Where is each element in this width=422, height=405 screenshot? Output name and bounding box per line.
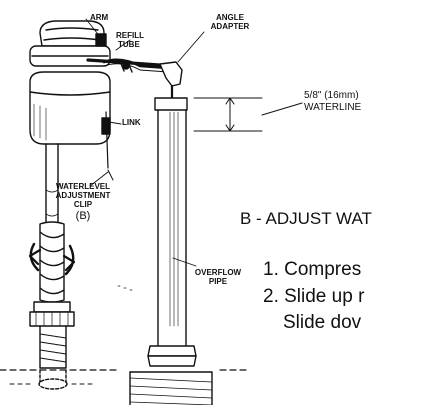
label-clip-line1: WATERLEVEL bbox=[55, 182, 111, 191]
refill-tube bbox=[102, 58, 170, 73]
label-clip-line2: ADJUSTMENT bbox=[55, 191, 111, 200]
leader-lines bbox=[85, 18, 205, 267]
label-refill-tube-line1: REFILL bbox=[116, 31, 144, 40]
overflow-pipe bbox=[129, 97, 213, 405]
valve-shank bbox=[45, 143, 59, 223]
label-link: LINK bbox=[122, 118, 141, 127]
label-waterline-measure: 5/8" (16mm) bbox=[304, 90, 359, 101]
stray-dots bbox=[117, 285, 133, 291]
instruction-step-2-continued: Slide dov bbox=[283, 312, 362, 333]
label-arm: ARM bbox=[90, 13, 109, 22]
instruction-step-2: 2. Slide up r bbox=[263, 286, 365, 307]
label-overflow-line2: PIPE bbox=[208, 277, 228, 286]
instructions-heading: B - ADJUST WAT bbox=[240, 209, 372, 228]
angle-adapter bbox=[159, 61, 183, 100]
label-clip-b: (B) bbox=[75, 210, 91, 222]
label-refill-tube-line2: TUBE bbox=[118, 40, 140, 49]
label-angle-adapter-line1: ANGLE bbox=[216, 13, 244, 22]
label-waterline: WATERLINE bbox=[304, 102, 362, 113]
threaded-section bbox=[28, 221, 76, 303]
instruction-step-1: 1. Compres bbox=[263, 259, 362, 280]
label-angle-adapter-line2: ADAPTER bbox=[210, 22, 250, 31]
label-overflow-line1: OVERFLOW bbox=[194, 268, 242, 277]
base-nut bbox=[29, 301, 75, 390]
link-rod bbox=[101, 111, 114, 181]
float-cup bbox=[29, 71, 111, 145]
waterline-dimension bbox=[193, 97, 303, 132]
label-clip-line3: CLIP bbox=[73, 200, 93, 209]
